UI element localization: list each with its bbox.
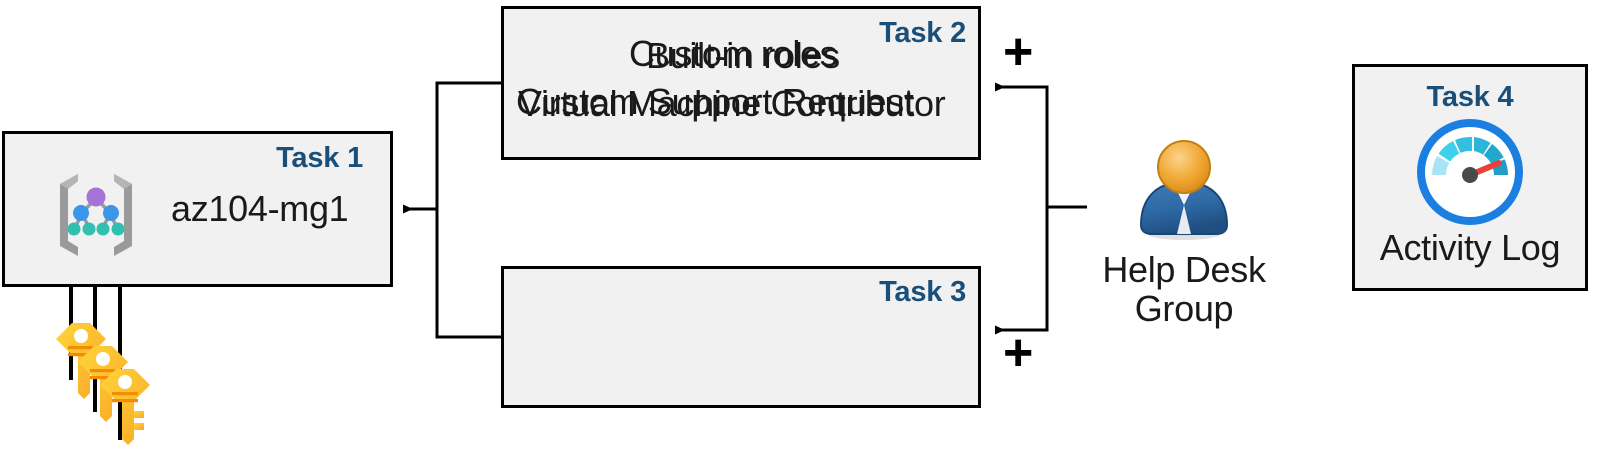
task-2-box[interactable]: Task 2 xyxy=(501,6,981,160)
user-group-icon xyxy=(1139,140,1228,240)
gauge-icon xyxy=(1417,119,1523,225)
bracket-connector xyxy=(403,81,501,339)
task-3-line-2: Custom Support Request xyxy=(516,81,914,122)
task-3-box[interactable]: Task 3 xyxy=(501,266,981,408)
helpdesk-to-task3-connector xyxy=(995,205,1087,335)
help-desk-group[interactable]: Help Desk Group xyxy=(1086,139,1282,329)
plus-icon-bottom: + xyxy=(1003,324,1034,382)
task-4-box[interactable]: Task 4 Activity Log xyxy=(1352,64,1588,291)
task-2-line-1: Built-in roles xyxy=(646,35,840,76)
help-desk-label-line-2: Group xyxy=(1134,287,1234,329)
help-desk-label-line-1: Help Desk xyxy=(1102,249,1266,290)
keys-icon xyxy=(56,323,150,445)
task-2-line-2: Virtual Machine Contributor xyxy=(518,83,946,124)
task-3-line-1: Custom roles xyxy=(629,33,838,74)
task-4-label: Task 4 xyxy=(1426,81,1514,113)
task-1-box[interactable]: Task 1 az104-mg1 xyxy=(2,131,393,287)
task-4-title: Activity Log xyxy=(1379,227,1561,268)
help-desk-group-label: Help Desk Group xyxy=(1086,249,1282,329)
task-1-title: az104-mg1 xyxy=(171,188,349,229)
task-3-label: Task 3 xyxy=(879,276,966,308)
task-1-label: Task 1 xyxy=(276,142,363,174)
task-2-label: Task 2 xyxy=(879,17,966,49)
key-3 xyxy=(100,369,150,445)
management-group-icon xyxy=(60,174,132,256)
plus-icon-top: + xyxy=(1003,23,1034,81)
helpdesk-to-task2-connector xyxy=(995,82,1087,209)
